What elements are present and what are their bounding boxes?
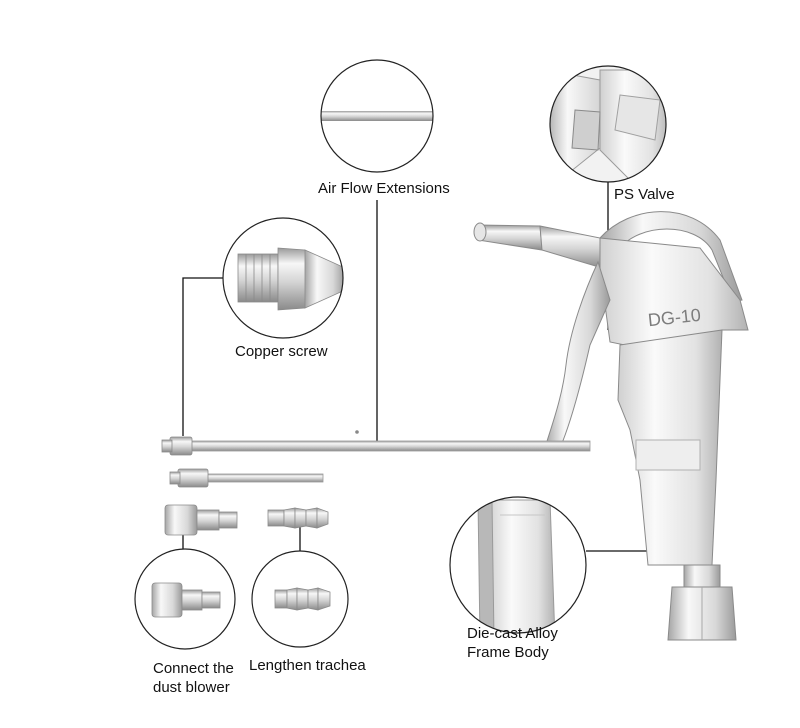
label-frame-line1: Die-cast Alloy — [467, 625, 558, 642]
ps-valve-callout — [549, 65, 667, 183]
quick-connector-icon — [164, 504, 238, 536]
label-frame-body: Die-cast Alloy Frame Body — [467, 624, 558, 662]
frame-body-callout — [449, 496, 587, 634]
label-connect-line1: Connect the — [153, 660, 234, 677]
label-connect-line2: dust blower — [153, 679, 230, 696]
label-lengthen-trachea: Lengthen trachea — [249, 657, 366, 674]
copper-screw-callout — [222, 217, 344, 339]
extension-tube-icon — [161, 436, 591, 456]
label-copper-screw: Copper screw — [235, 343, 328, 360]
connect-callout — [134, 548, 236, 650]
label-frame-line2: Frame Body — [467, 644, 549, 661]
marker-dot — [355, 430, 359, 434]
label-connect-dust-blower: Connect the dust blower — [153, 659, 234, 697]
leader-lines — [182, 182, 697, 552]
hose-barb-icon — [267, 507, 329, 529]
air-gun-icon: DG-10 — [473, 211, 749, 641]
label-air-flow-extensions: Air Flow Extensions — [318, 180, 450, 197]
trachea-callout — [251, 550, 349, 648]
air-flow-callout — [320, 59, 434, 173]
short-extension-tube-icon — [169, 468, 324, 488]
label-ps-valve: PS Valve — [614, 186, 675, 203]
